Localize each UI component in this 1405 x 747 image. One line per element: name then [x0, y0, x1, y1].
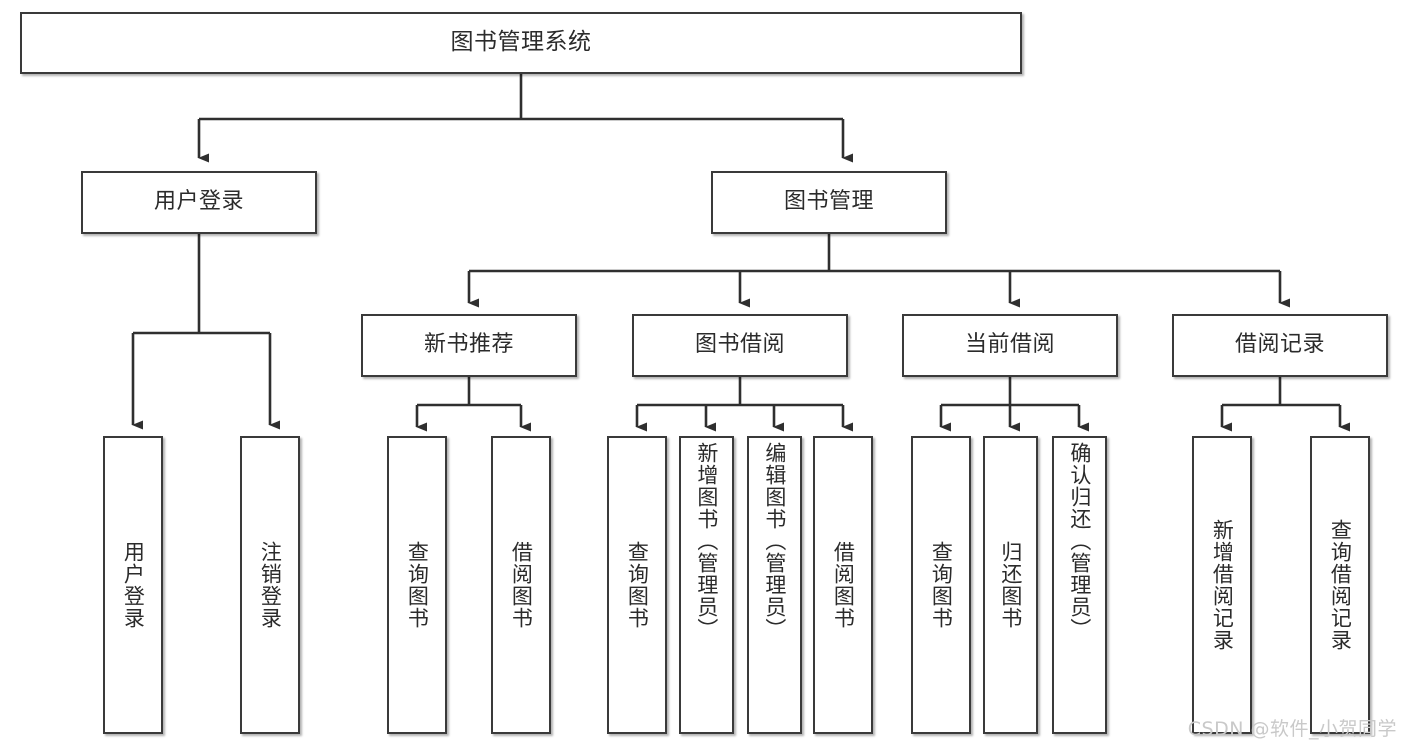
node-leaf-record-add[interactable]: 新增借阅记录 [1192, 436, 1252, 734]
node-leaf-borrow-query-label: 查询图书 [625, 541, 650, 629]
node-leaf-current-return[interactable]: 归还图书 [983, 436, 1038, 734]
node-new-book-recommend[interactable]: 新书推荐 [361, 314, 577, 377]
node-leaf-logout[interactable]: 注销登录 [240, 436, 300, 734]
node-leaf-user-login[interactable]: 用户登录 [103, 436, 163, 734]
node-borrow-record[interactable]: 借阅记录 [1172, 314, 1388, 377]
node-leaf-record-query[interactable]: 查询借阅记录 [1310, 436, 1370, 734]
node-leaf-newbook-borrow-label: 借阅图书 [509, 541, 534, 629]
node-leaf-borrow-book[interactable]: 借阅图书 [813, 436, 873, 734]
node-root[interactable]: 图书管理系统 [20, 12, 1022, 74]
node-book-borrow[interactable]: 图书借阅 [632, 314, 848, 377]
node-leaf-borrow-query[interactable]: 查询图书 [607, 436, 667, 734]
node-book-borrow-label: 图书借阅 [694, 332, 785, 358]
node-user-login[interactable]: 用户登录 [81, 171, 317, 234]
node-leaf-borrow-add-label: 新增图书（管理员） [694, 442, 719, 640]
node-leaf-current-confirm[interactable]: 确认归还（管理员） [1052, 436, 1107, 734]
node-book-management-label: 图书管理 [783, 189, 874, 215]
node-leaf-borrow-edit[interactable]: 编辑图书（管理员） [747, 436, 802, 734]
node-leaf-borrow-edit-label: 编辑图书（管理员） [762, 442, 787, 640]
node-user-login-label: 用户登录 [153, 189, 244, 215]
node-leaf-logout-label: 注销登录 [258, 541, 283, 629]
watermark: CSDN @软件_小贺同学 [1187, 718, 1397, 740]
node-leaf-newbook-query[interactable]: 查询图书 [387, 436, 447, 734]
node-root-label: 图书管理系统 [450, 29, 592, 56]
node-borrow-record-label: 借阅记录 [1234, 332, 1325, 358]
node-leaf-current-query-label: 查询图书 [929, 541, 954, 629]
node-book-management[interactable]: 图书管理 [711, 171, 947, 234]
node-leaf-user-login-label: 用户登录 [121, 541, 146, 629]
node-leaf-borrow-book-label: 借阅图书 [831, 541, 856, 629]
node-leaf-newbook-borrow[interactable]: 借阅图书 [491, 436, 551, 734]
node-leaf-record-add-label: 新增借阅记录 [1210, 519, 1235, 651]
node-leaf-borrow-add[interactable]: 新增图书（管理员） [679, 436, 734, 734]
node-current-borrow[interactable]: 当前借阅 [902, 314, 1118, 377]
node-leaf-current-return-label: 归还图书 [998, 541, 1023, 629]
node-new-book-recommend-label: 新书推荐 [423, 332, 514, 358]
node-leaf-newbook-query-label: 查询图书 [405, 541, 430, 629]
node-leaf-current-query[interactable]: 查询图书 [911, 436, 971, 734]
node-leaf-current-confirm-label: 确认归还（管理员） [1067, 442, 1092, 640]
node-leaf-record-query-label: 查询借阅记录 [1328, 519, 1353, 651]
node-current-borrow-label: 当前借阅 [964, 332, 1055, 358]
